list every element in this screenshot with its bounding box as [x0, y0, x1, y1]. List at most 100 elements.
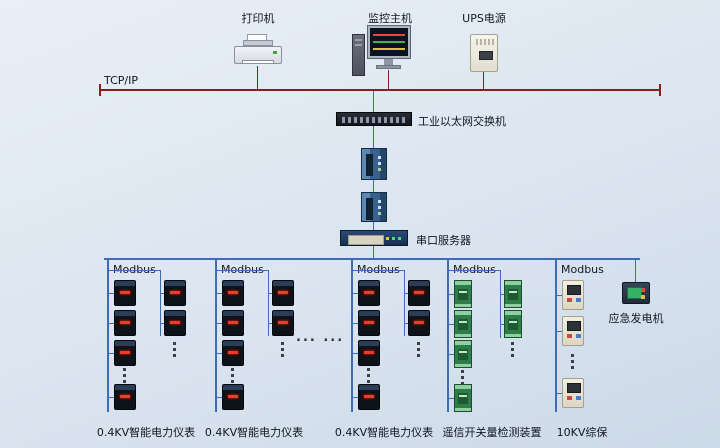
- monitor-host-label: 监控主机: [368, 12, 412, 25]
- pc-tower: [352, 34, 365, 76]
- stub-wire: [353, 323, 358, 324]
- vertical-ellipsis: [123, 368, 126, 371]
- modbus-group-4: Modbus 遥信开关量检测装置: [440, 258, 560, 440]
- io-module-icon: [454, 280, 472, 308]
- printer-feeder: [243, 40, 273, 46]
- power-meter-icon: [114, 340, 136, 366]
- stub-wire: [217, 323, 222, 324]
- power-meter-icon: [114, 384, 136, 410]
- monitor-drop-wire: [388, 70, 389, 89]
- power-meter-icon: [114, 310, 136, 336]
- printer-drop-wire: [257, 66, 258, 89]
- branch-bus-wire: [160, 270, 161, 336]
- power-meter-icon: [222, 340, 244, 366]
- io-module-icon: [454, 310, 472, 338]
- stub-wire: [353, 353, 358, 354]
- modbus-label: Modbus: [221, 263, 264, 276]
- converter-link-wire: [373, 180, 374, 192]
- io-module-icon: [454, 340, 472, 368]
- ethernet-switch-label: 工业以太网交换机: [418, 115, 506, 128]
- modbus-bus-wire: [447, 258, 449, 412]
- stub-wire: [353, 397, 358, 398]
- stub-wire: [557, 393, 562, 394]
- stub-wire: [449, 398, 454, 399]
- tcp-bus-right-tick: [659, 84, 661, 96]
- modbus-label: Modbus: [357, 263, 400, 276]
- power-meter-icon: [222, 280, 244, 306]
- io-module-icon: [454, 384, 472, 412]
- branch-bus-wire: [404, 270, 405, 336]
- vertical-ellipsis: [417, 342, 420, 345]
- tcp-ip-bus-line: [100, 89, 660, 91]
- stub-wire: [269, 323, 272, 324]
- power-meter-icon: [114, 280, 136, 306]
- stub-wire: [269, 293, 272, 294]
- vertical-ellipsis: [281, 342, 284, 345]
- ups-drop-wire: [483, 72, 484, 89]
- field-bus-line: [104, 258, 640, 260]
- serial-server-icon: [340, 230, 408, 246]
- protection-relay-icon: [562, 378, 584, 408]
- branch-bus-wire: [500, 270, 501, 338]
- branch-bus-wire: [268, 270, 269, 336]
- stub-wire: [217, 293, 222, 294]
- stub-wire: [217, 353, 222, 354]
- stub-wire: [161, 293, 164, 294]
- tcp-bus-left-tick: [99, 84, 101, 96]
- waveform-red: [373, 34, 405, 36]
- branch-wire: [449, 270, 501, 271]
- modbus-label: Modbus: [561, 263, 604, 276]
- stub-wire: [449, 354, 454, 355]
- group-label: 遥信开关量检测装置: [442, 426, 542, 439]
- emergency-generator-label: 应急发电机: [608, 312, 664, 325]
- generator-drop-wire: [635, 260, 636, 282]
- power-meter-icon: [358, 280, 380, 306]
- vertical-ellipsis: [173, 342, 176, 345]
- modbus-bus-wire: [107, 258, 109, 412]
- power-meter-icon: [408, 310, 430, 336]
- stub-wire: [161, 323, 164, 324]
- waveform-yellow: [373, 48, 405, 50]
- vertical-ellipsis: [461, 370, 464, 373]
- power-meter-icon: [358, 384, 380, 410]
- printer-label: 打印机: [241, 12, 275, 25]
- power-meter-icon: [272, 310, 294, 336]
- modbus-group-5: Modbus 10KV综保: [548, 258, 658, 440]
- vertical-ellipsis: [367, 368, 370, 371]
- modbus-bus-wire: [215, 258, 217, 412]
- io-module-icon: [504, 280, 522, 308]
- branch-wire: [353, 270, 405, 271]
- stub-wire: [557, 295, 562, 296]
- vertical-ellipsis: [571, 354, 574, 357]
- stub-wire: [217, 397, 222, 398]
- stub-wire: [353, 293, 358, 294]
- stub-wire: [557, 331, 562, 332]
- stub-wire: [405, 323, 408, 324]
- converter-to-serial-wire: [373, 222, 374, 230]
- stub-wire: [449, 324, 454, 325]
- media-converter-icon: [361, 148, 387, 180]
- stub-wire: [109, 323, 114, 324]
- modbus-label: Modbus: [113, 263, 156, 276]
- power-meter-icon: [164, 280, 186, 306]
- printer-output-slot: [242, 60, 274, 64]
- group-ellipsis: ... ...: [296, 330, 345, 345]
- stub-wire: [109, 293, 114, 294]
- modbus-group-1: Modbus 0.4KV智能电力仪表: [97, 258, 220, 440]
- power-meter-icon: [222, 310, 244, 336]
- group-label: 0.4KV智能电力仪表: [96, 426, 196, 439]
- waveform-green: [373, 41, 405, 43]
- branch-wire: [217, 270, 269, 271]
- emergency-generator-icon: [622, 282, 650, 304]
- power-meter-icon: [222, 384, 244, 410]
- modbus-group-2: Modbus 0.4KV智能电力仪表: [205, 258, 328, 440]
- stub-wire: [449, 294, 454, 295]
- modbus-group-3: Modbus 0.4KV智能电力仪表: [335, 258, 464, 440]
- ups-label: UPS电源: [462, 12, 506, 25]
- power-meter-icon: [358, 310, 380, 336]
- group-label: 10KV综保: [556, 426, 608, 439]
- power-meter-icon: [164, 310, 186, 336]
- power-meter-icon: [408, 280, 430, 306]
- branch-wire: [109, 270, 161, 271]
